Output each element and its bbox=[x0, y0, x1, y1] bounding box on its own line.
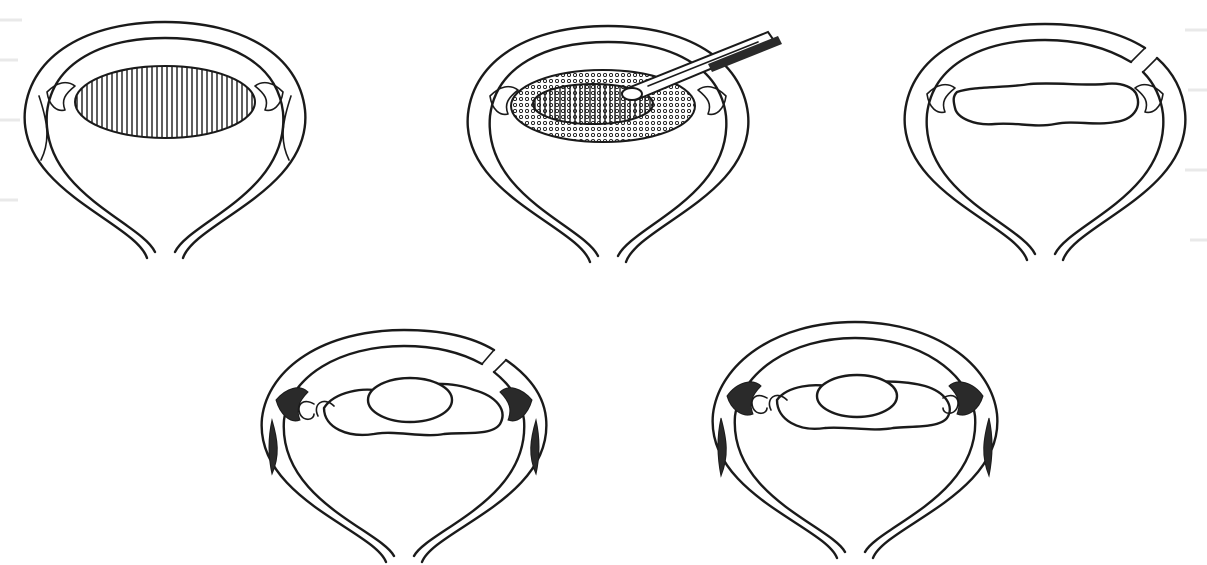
eye-wall bbox=[713, 322, 998, 558]
surgical-instrument bbox=[622, 32, 782, 100]
panel-4-eye bbox=[262, 330, 547, 562]
left-ciliary-body-shaded bbox=[718, 382, 761, 476]
right-ciliary-body-shaded bbox=[949, 382, 992, 476]
right-ciliary-body bbox=[255, 83, 291, 160]
eye-wall bbox=[905, 24, 1186, 260]
clear-lens-oval bbox=[817, 375, 897, 417]
lens-remnant bbox=[954, 83, 1138, 125]
corneal-incision bbox=[482, 350, 506, 372]
left-ciliary-body-shaded bbox=[269, 388, 308, 474]
panel-2-eye bbox=[468, 26, 782, 262]
opaque-lens bbox=[75, 66, 255, 138]
corneal-incision bbox=[1131, 48, 1157, 72]
right-ciliary-body-shaded bbox=[500, 388, 539, 474]
left-ciliary-body bbox=[39, 83, 75, 160]
panel-3-eye bbox=[905, 24, 1186, 260]
panel-5-eye bbox=[713, 322, 998, 558]
eye-wall bbox=[262, 330, 547, 562]
clear-lens-oval bbox=[368, 378, 452, 422]
panel-1-eye bbox=[25, 22, 306, 258]
eye-wall bbox=[25, 22, 306, 258]
